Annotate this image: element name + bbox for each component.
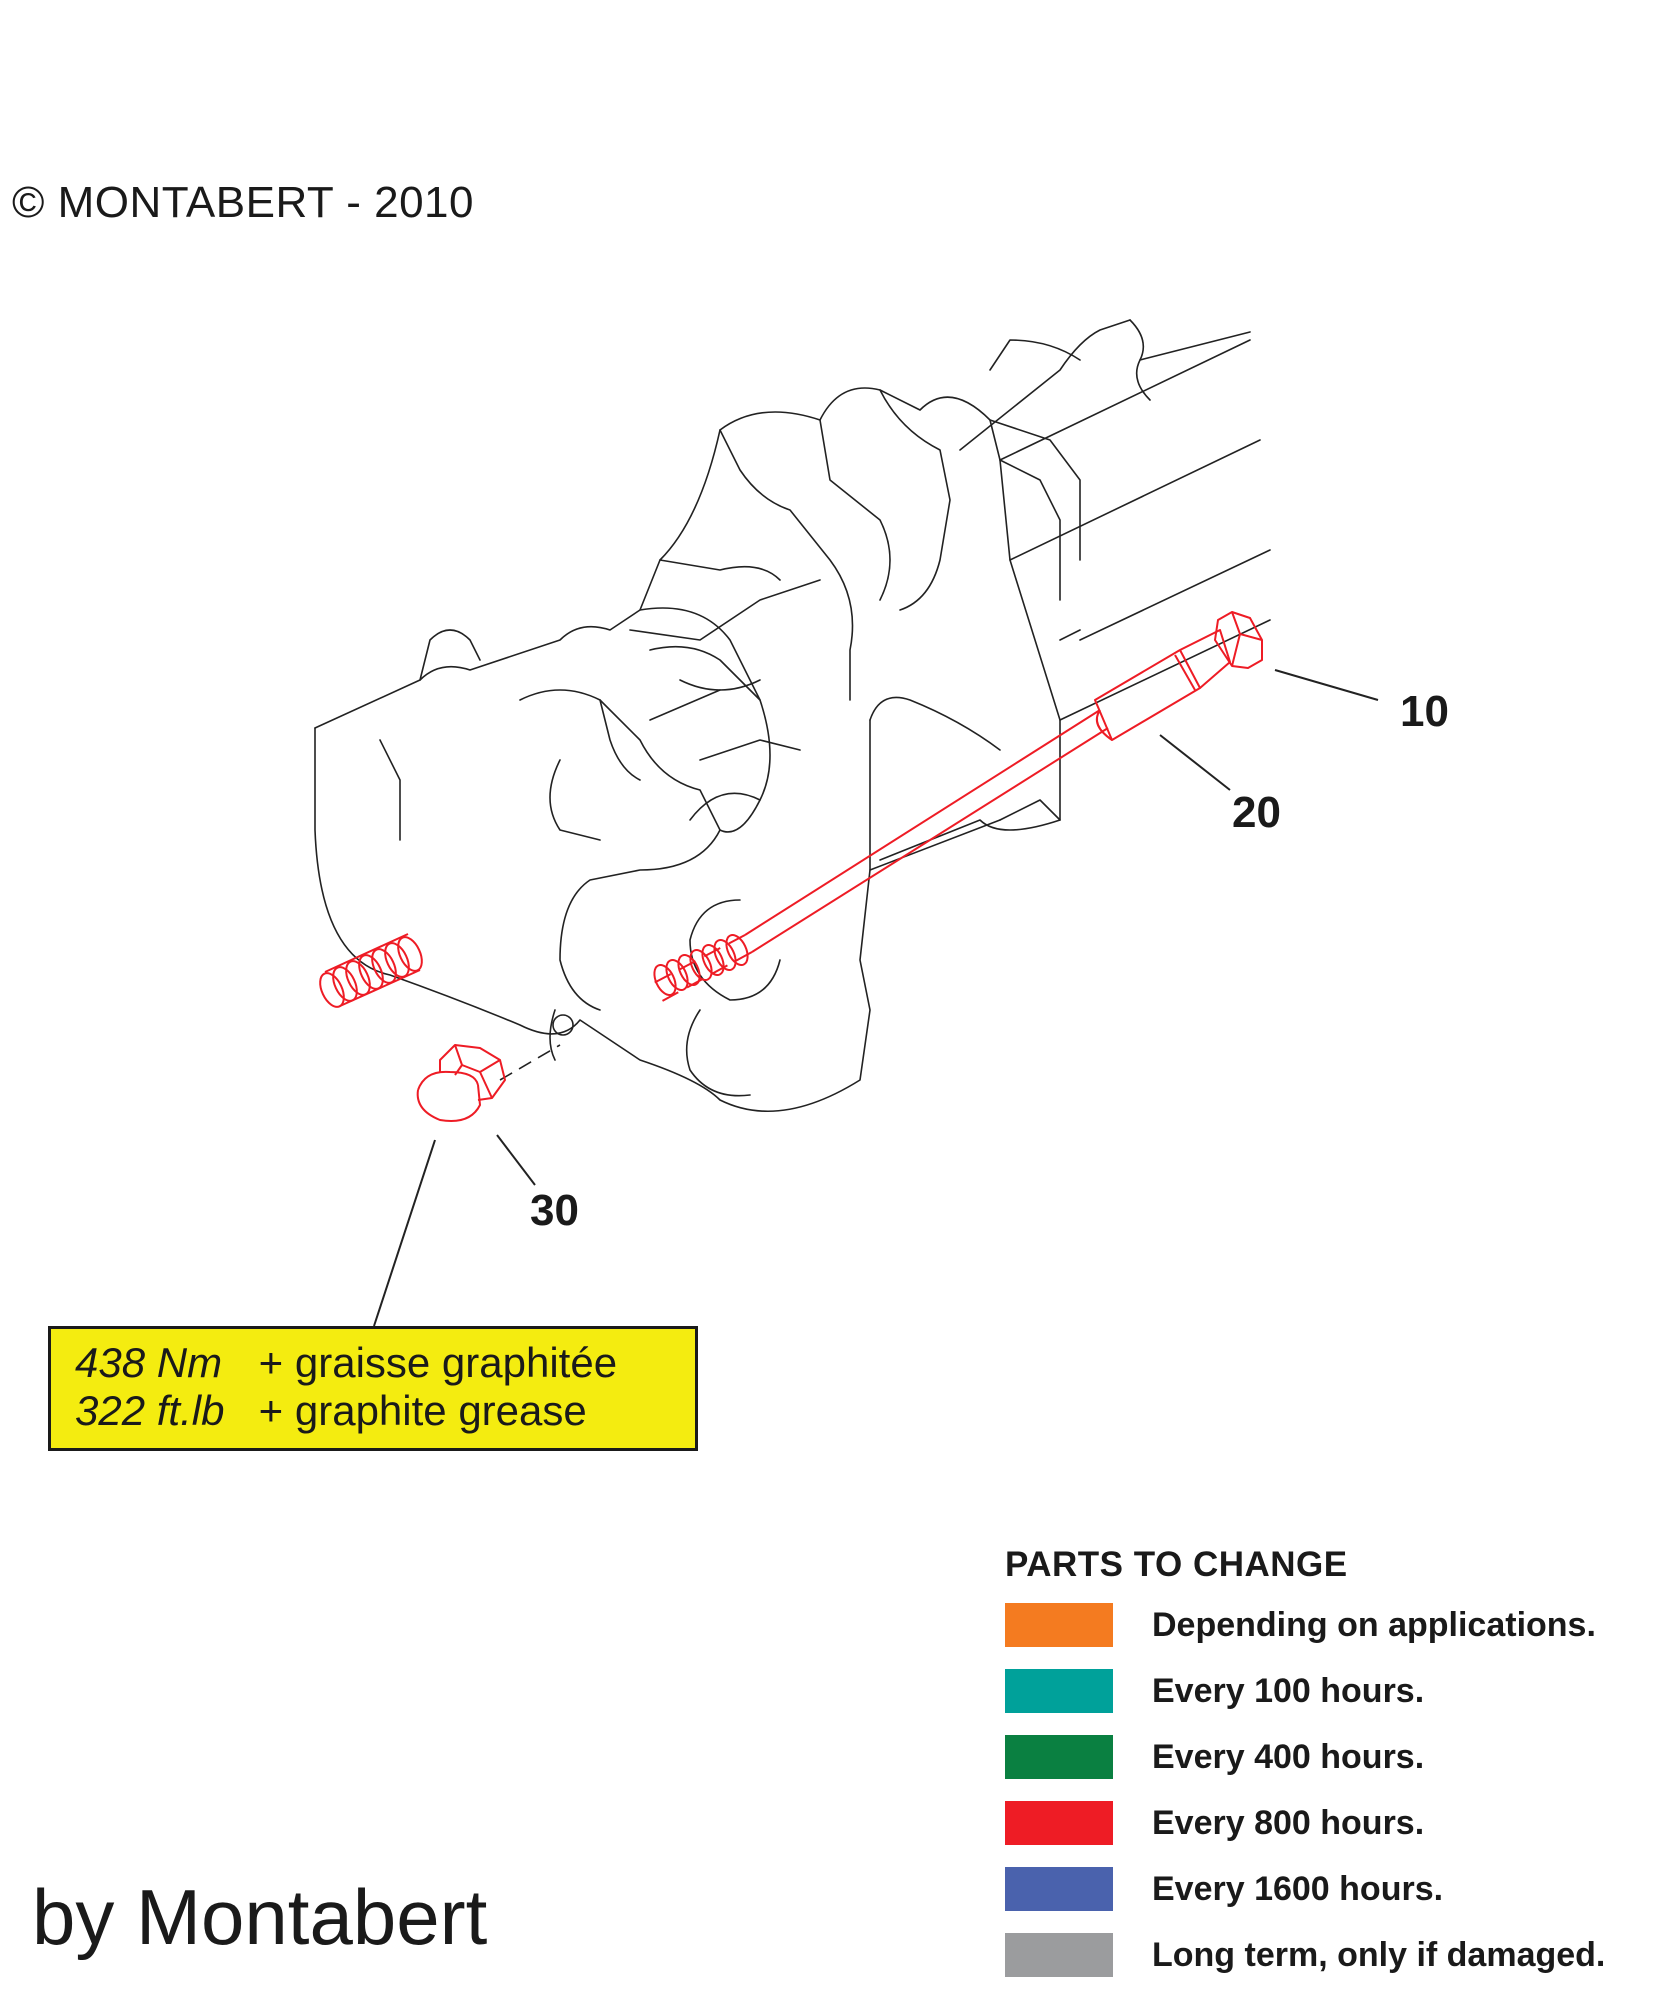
callout-leaders <box>373 669 1379 1327</box>
parts-to-change-legend: PARTS TO CHANGE Depending on application… <box>1005 1545 1645 1999</box>
tie-rod-shaft-upper <box>744 709 1101 936</box>
housing-body <box>314 319 1271 1113</box>
plug-alignment-line <box>499 1044 561 1081</box>
torque-line-imperial: 322 ft.lb + graphite grease <box>75 1387 695 1435</box>
tie-rod-hidden-lower <box>654 951 753 1006</box>
legend-swatch <box>1005 1867 1113 1911</box>
torque-value-nm: 438 Nm <box>75 1339 223 1386</box>
legend-label: Long term, only if damaged. <box>1152 1936 1606 1974</box>
signature-text: by Montabert <box>32 1873 488 1961</box>
legend-rows: Depending on applications. Every 100 hou… <box>1005 1603 1645 1999</box>
leader-10 <box>1274 669 1379 701</box>
legend-swatch <box>1005 1801 1113 1845</box>
torque-line-metric: 438 Nm + graisse graphitée <box>75 1339 695 1387</box>
callout-label-10: 10 <box>1400 687 1449 736</box>
bolt-shank <box>1179 629 1231 689</box>
legend-swatch <box>1005 1735 1113 1779</box>
torque-note-box: 438 Nm + graisse graphitée 322 ft.lb + g… <box>48 1326 698 1451</box>
legend-item: Every 400 hours. <box>1005 1735 1645 1801</box>
leader-torque <box>373 1139 436 1327</box>
callout-label-30: 30 <box>530 1186 579 1235</box>
legend-item: Depending on applications. <box>1005 1603 1645 1669</box>
legend-label: Every 1600 hours. <box>1152 1870 1444 1908</box>
legend-label: Every 400 hours. <box>1152 1738 1425 1776</box>
torque-value-ftlb: 322 ft.lb <box>75 1387 225 1434</box>
legend-swatch <box>1005 1933 1113 1977</box>
legend-item: Every 100 hours. <box>1005 1669 1645 1735</box>
legend-item: Every 1600 hours. <box>1005 1867 1645 1933</box>
legend-swatch <box>1005 1669 1113 1713</box>
threaded-stud-left <box>319 933 423 1008</box>
legend-label: Every 100 hours. <box>1152 1672 1425 1710</box>
torque-text-fr: + graisse graphitée <box>258 1339 618 1386</box>
torque-text-en: + graphite grease <box>258 1387 587 1434</box>
legend-label: Depending on applications. <box>1152 1606 1596 1644</box>
threaded-stud-right <box>653 934 749 996</box>
leader-20 <box>1159 734 1231 791</box>
legend-swatch <box>1005 1603 1113 1647</box>
legend-item: Every 800 hours. <box>1005 1801 1645 1867</box>
copyright-notice: © MONTABERT - 2010 <box>12 178 474 227</box>
legend-label: Every 800 hours. <box>1152 1804 1425 1842</box>
leader-30 <box>496 1134 536 1186</box>
tie-rod-shaft-lower <box>751 727 1109 953</box>
plug-part <box>416 1044 506 1122</box>
legend-item: Long term, only if damaged. <box>1005 1933 1645 1999</box>
tie-rod-hidden-upper <box>649 934 746 986</box>
legend-title: PARTS TO CHANGE <box>1005 1545 1348 1584</box>
tie-rod-assembly <box>649 611 1263 1006</box>
callout-label-20: 20 <box>1232 788 1281 837</box>
